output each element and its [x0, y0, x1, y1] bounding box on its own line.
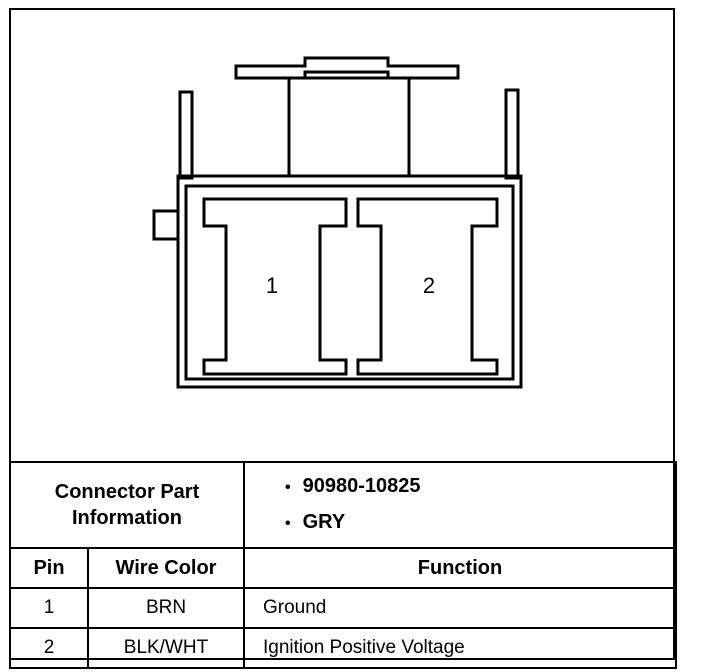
part-info-label-line2: Information	[72, 507, 182, 529]
cavity-2	[356, 197, 499, 376]
connector-body	[176, 174, 523, 389]
left-post	[178, 90, 194, 180]
part-info-label-line1: Connector Part	[54, 481, 200, 503]
wire-color-header: Wire Color	[87, 547, 245, 589]
function-cell: Ignition Positive Voltage	[243, 627, 677, 669]
part-info-values: 90980-10825 GRY	[243, 461, 677, 549]
connector-info-table: Connector Part Information 90980-10825 G…	[9, 461, 677, 669]
wire-color-cell: BLK/WHT	[87, 627, 245, 669]
pin-cell: 2	[9, 627, 89, 669]
locking-tab	[234, 56, 460, 80]
cavity-1	[202, 197, 348, 376]
table-header-row: Pin Wire Color Function	[9, 547, 677, 589]
right-post	[504, 88, 520, 180]
connector-color: GRY	[285, 505, 675, 541]
cavity-1-label: 1	[266, 273, 278, 298]
part-info-row: Connector Part Information 90980-10825 G…	[9, 461, 677, 549]
cavity-2-label: 2	[423, 273, 435, 298]
latch-stem	[287, 76, 411, 178]
connector-inner-wall	[184, 184, 515, 381]
function-header: Function	[243, 547, 677, 589]
pin-header: Pin	[9, 547, 89, 589]
table-row: 2 BLK/WHT Ignition Positive Voltage	[9, 627, 677, 669]
part-info-label: Connector Part Information	[9, 461, 245, 549]
side-key	[152, 209, 180, 241]
wire-color-cell: BRN	[87, 587, 245, 629]
part-number: 90980-10825	[285, 469, 675, 505]
function-cell: Ground	[243, 587, 677, 629]
table-row: 1 BRN Ground	[9, 587, 677, 629]
pin-cell: 1	[9, 587, 89, 629]
